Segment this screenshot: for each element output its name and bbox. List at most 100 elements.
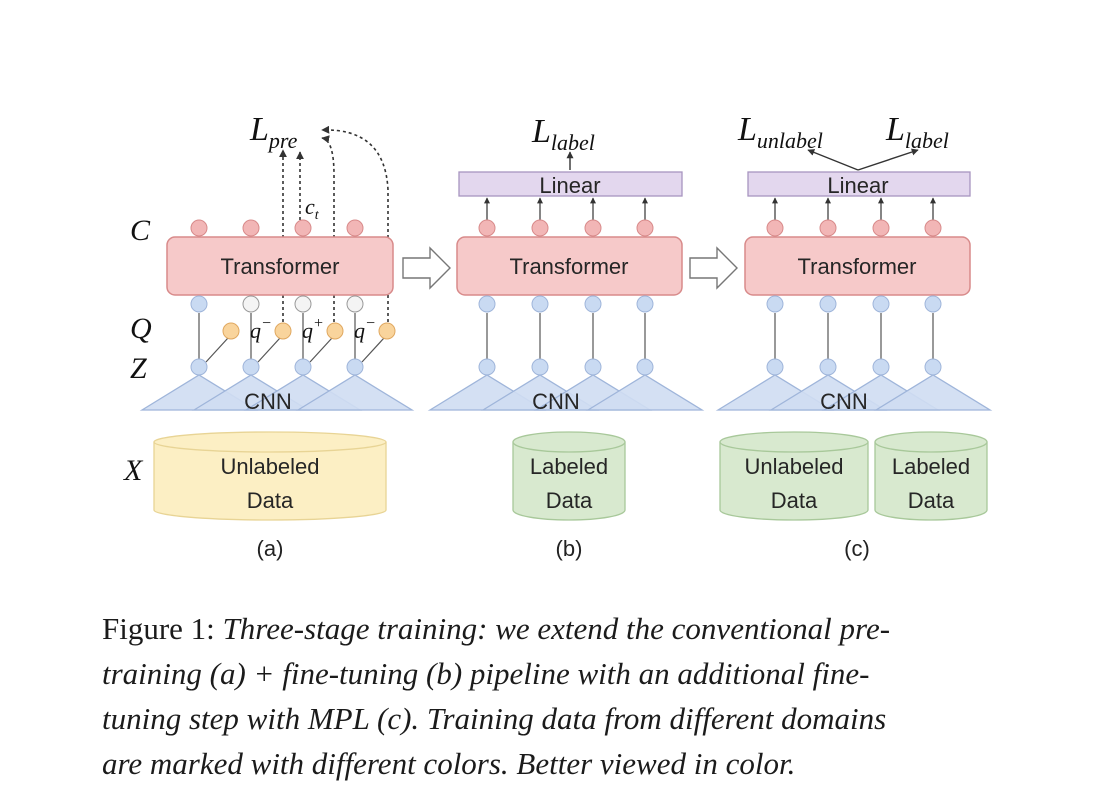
context-node bbox=[819, 219, 837, 237]
row-label-c: C bbox=[130, 214, 151, 247]
data-cylinder-labeled: Labeled Data bbox=[512, 431, 626, 521]
transformer-input-nodes bbox=[190, 295, 364, 313]
linear-input-arrows bbox=[772, 197, 936, 220]
data-line1: Unlabeled bbox=[744, 454, 843, 479]
context-node bbox=[478, 219, 496, 237]
cnn-triangles bbox=[715, 374, 993, 411]
transformer-input-nodes bbox=[478, 295, 654, 313]
ct-label: ct bbox=[305, 194, 320, 223]
latent-node bbox=[478, 358, 496, 376]
transformer-label: Transformer bbox=[510, 254, 629, 279]
data-line1: Unlabeled bbox=[220, 454, 319, 479]
transformer-box bbox=[744, 236, 971, 296]
loss-label: Llabel bbox=[885, 111, 949, 153]
quantized-nodes bbox=[222, 322, 396, 340]
stage-arrow-icon bbox=[689, 246, 738, 290]
row-label-x: X bbox=[123, 454, 144, 487]
data-cylinder-unlabeled: Unlabeled Data bbox=[153, 431, 387, 521]
masked-node bbox=[346, 295, 364, 313]
cnn-label: CNN bbox=[244, 389, 292, 414]
input-node bbox=[766, 295, 784, 313]
input-node bbox=[819, 295, 837, 313]
contrastive-dotted-arrows bbox=[279, 125, 389, 322]
row-label-z: Z bbox=[130, 352, 147, 385]
panel-c: Lunlabel Llabel Linear Transformer bbox=[715, 111, 993, 561]
caption-line: training (a) + fine-tuning (b) pipeline … bbox=[102, 656, 870, 691]
figure-caption: Figure 1: Three-stage training: we exten… bbox=[102, 606, 1032, 786]
quantized-node bbox=[378, 322, 396, 340]
caption-line: tuning step with MPL (c). Training data … bbox=[102, 701, 887, 736]
transformer-box bbox=[456, 236, 683, 296]
linear-box bbox=[458, 171, 683, 197]
panel-b: Llabel Linear Transformer bbox=[427, 113, 705, 561]
linear-label: Linear bbox=[539, 173, 600, 198]
three-stage-training-figure: C Q Z X Lpre ct Transformer bbox=[123, 111, 993, 561]
latent-node bbox=[636, 358, 654, 376]
cnn-triangles bbox=[427, 374, 705, 411]
latent-links bbox=[486, 313, 646, 360]
latent-node bbox=[819, 358, 837, 376]
input-node bbox=[584, 295, 602, 313]
row-label-q: Q bbox=[130, 312, 152, 345]
latent-node bbox=[872, 358, 890, 376]
transformer-label: Transformer bbox=[798, 254, 917, 279]
context-nodes bbox=[190, 219, 364, 237]
data-line1: Labeled bbox=[892, 454, 970, 479]
latent-node bbox=[924, 358, 942, 376]
context-node bbox=[636, 219, 654, 237]
input-node bbox=[478, 295, 496, 313]
cnn-label: CNN bbox=[820, 389, 868, 414]
linear-input-arrows bbox=[484, 197, 648, 220]
input-node bbox=[190, 295, 208, 313]
quantized-node bbox=[222, 322, 240, 340]
latent-links bbox=[774, 313, 934, 360]
latent-nodes bbox=[478, 358, 654, 376]
context-nodes bbox=[766, 219, 942, 237]
stage-arrow-icon bbox=[402, 246, 451, 290]
latent-node bbox=[294, 358, 312, 376]
latent-node bbox=[242, 358, 260, 376]
panel-a: Lpre ct Transformer bbox=[139, 111, 415, 561]
loss-unlabel: Lunlabel bbox=[737, 111, 823, 153]
linear-label: Linear bbox=[827, 173, 888, 198]
input-node bbox=[636, 295, 654, 313]
context-nodes bbox=[478, 219, 654, 237]
input-node bbox=[924, 295, 942, 313]
loss-label: Llabel bbox=[531, 113, 595, 155]
context-node bbox=[294, 219, 312, 237]
latent-node bbox=[346, 358, 364, 376]
data-cylinder-unlabeled: Unlabeled Data bbox=[719, 431, 869, 521]
context-node bbox=[531, 219, 549, 237]
quantized-node bbox=[326, 322, 344, 340]
input-node bbox=[872, 295, 890, 313]
caption-line: Figure 1: Three-stage training: we exten… bbox=[102, 606, 1032, 651]
q-neg-label: q− bbox=[250, 315, 272, 343]
q-neg-label: q− bbox=[354, 315, 376, 343]
data-line2: Data bbox=[771, 488, 818, 513]
transformer-box bbox=[166, 236, 394, 296]
input-node bbox=[531, 295, 549, 313]
context-node bbox=[872, 219, 890, 237]
latent-node bbox=[531, 358, 549, 376]
latent-node bbox=[766, 358, 784, 376]
q-pos-label: q+ bbox=[302, 315, 324, 343]
masked-node bbox=[294, 295, 312, 313]
caption-prefix: Figure 1: bbox=[102, 611, 223, 646]
context-node bbox=[584, 219, 602, 237]
transformer-label: Transformer bbox=[221, 254, 340, 279]
data-line2: Data bbox=[546, 488, 593, 513]
data-line2: Data bbox=[247, 488, 294, 513]
latent-node bbox=[584, 358, 602, 376]
latent-links bbox=[198, 313, 385, 363]
data-line2: Data bbox=[908, 488, 955, 513]
cnn-label: CNN bbox=[532, 389, 580, 414]
caption-text: Three-stage training: we extend the conv… bbox=[222, 611, 891, 646]
data-cylinder-labeled: Labeled Data bbox=[874, 431, 988, 521]
panel-label-a: (a) bbox=[257, 536, 284, 561]
latent-node bbox=[190, 358, 208, 376]
data-line1: Labeled bbox=[530, 454, 608, 479]
loss-pre: Lpre bbox=[249, 111, 298, 153]
latent-nodes bbox=[190, 358, 364, 376]
masked-node bbox=[242, 295, 260, 313]
cnn-triangles bbox=[139, 374, 415, 411]
